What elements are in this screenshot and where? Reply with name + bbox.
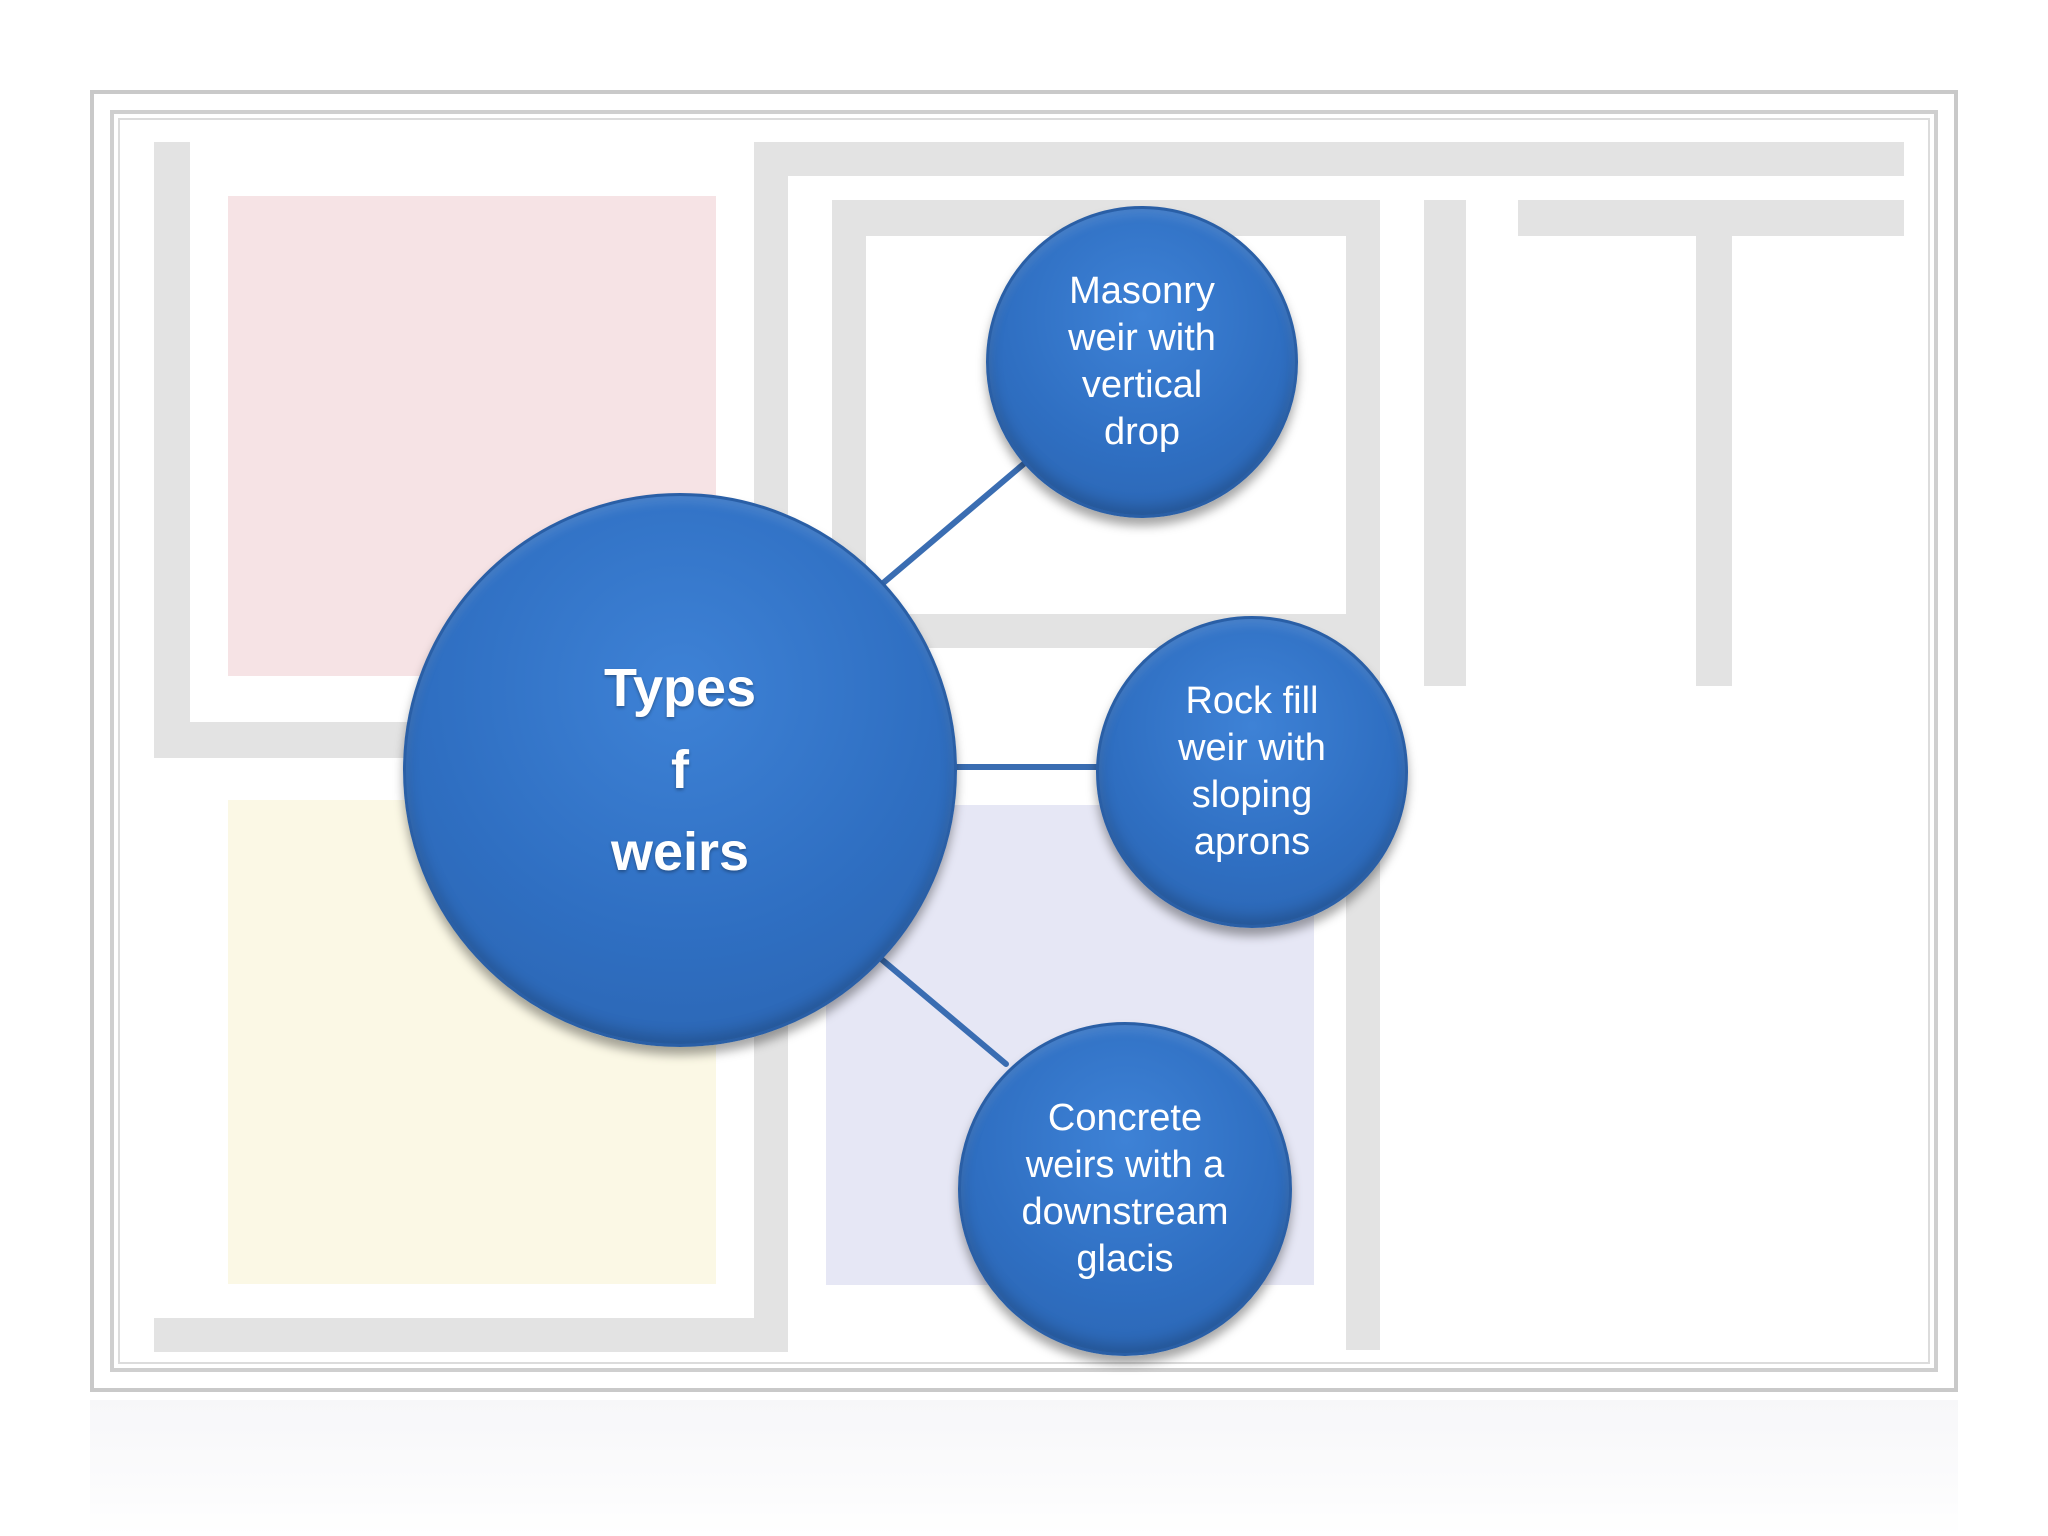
watermark-bar <box>1424 200 1466 686</box>
branch-node-masonry-weir: Masonry weir with vertical drop <box>986 206 1298 518</box>
slide-reflection <box>90 1400 1958 1536</box>
watermark-bar <box>754 142 1904 176</box>
branch-node-rock-fill-weir: Rock fill weir with sloping aprons <box>1096 616 1408 928</box>
branch-node-concrete-weir: Concrete weirs with a downstream glacis <box>958 1022 1292 1356</box>
branch-node-label: Masonry weir with vertical drop <box>1068 270 1216 453</box>
watermark-bar <box>154 1318 788 1352</box>
center-node-label: Types f weirs <box>603 658 757 882</box>
watermark-bar <box>154 142 190 758</box>
center-node-types-of-weirs: Types f weirs <box>403 493 957 1047</box>
branch-node-label: Rock fill weir with sloping aprons <box>1178 680 1326 863</box>
connector-group <box>877 459 1103 1067</box>
branch-node-label: Concrete weirs with a downstream glacis <box>1021 1097 1229 1280</box>
connector-to-masonry <box>879 459 1029 587</box>
slide-frame-inner <box>110 110 1938 1372</box>
connector-to-concrete <box>877 955 1009 1067</box>
slide-frame-inner-line <box>118 118 1930 1364</box>
watermark-bar <box>1696 200 1732 686</box>
